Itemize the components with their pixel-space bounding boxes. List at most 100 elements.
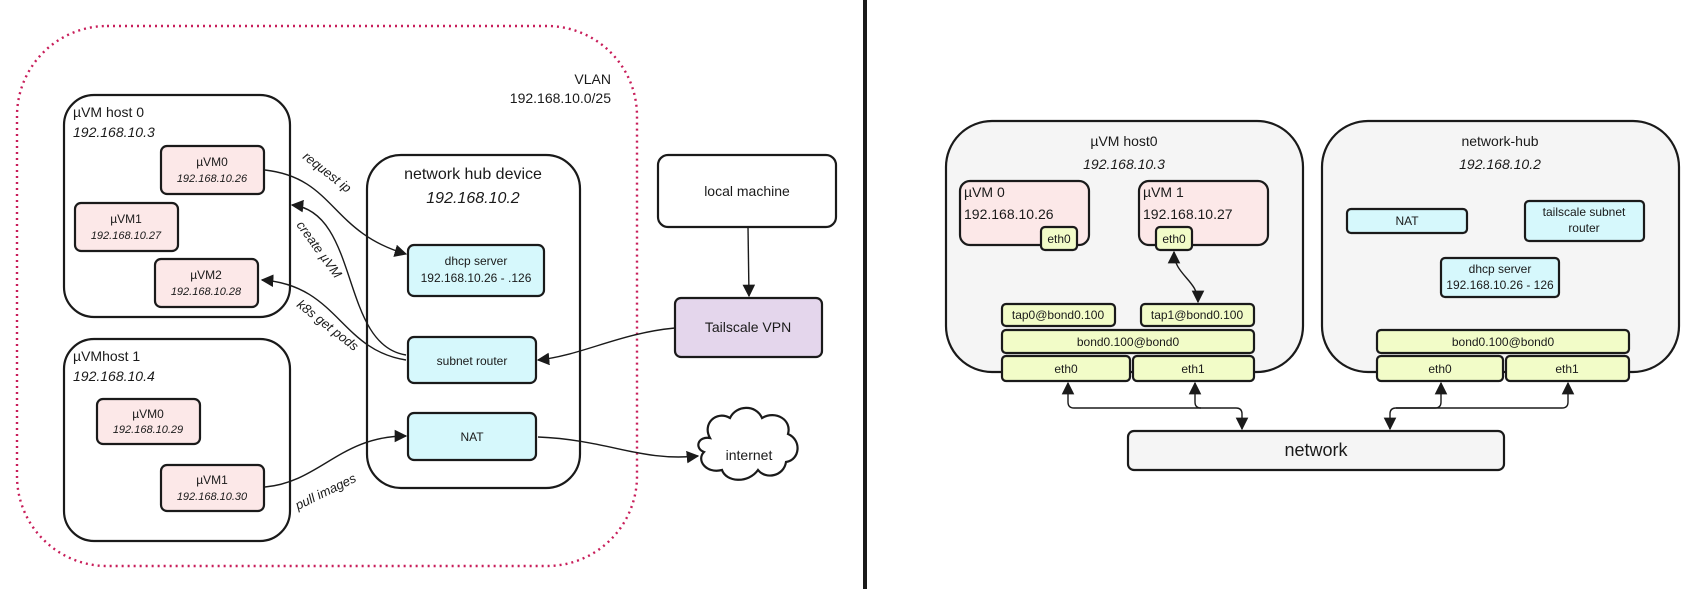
r-network-label: network <box>1284 440 1348 460</box>
r-host0-eth0-label: eth0 <box>1054 362 1078 376</box>
right-panel: µVM host0 192.168.10.3 µVM 0 192.168.10.… <box>944 119 1681 472</box>
dhcp-name: dhcp server <box>445 254 508 268</box>
edge-local-to-tailscale <box>742 226 756 298</box>
host0-ip: 192.168.10.3 <box>73 124 155 140</box>
internet-label: internet <box>726 447 773 463</box>
local-machine-label: local machine <box>704 183 790 199</box>
r-vm0-eth0: eth0 <box>1047 232 1071 246</box>
nat-box: NAT <box>406 411 538 462</box>
r-network-hub: network-hub 192.168.10.2 NAT tailscale s… <box>1320 119 1681 383</box>
nat-label: NAT <box>460 430 484 444</box>
r-hub-ip: 192.168.10.2 <box>1459 156 1541 172</box>
edge-nat-to-internet <box>537 436 700 464</box>
edge-create-uvm <box>290 199 407 356</box>
cloud-icon <box>697 406 799 481</box>
vlan-boundary: VLAN 192.168.10.0/25 <box>15 24 639 568</box>
hub-ip: 192.168.10.2 <box>426 190 520 207</box>
r-vm1-eth0: eth0 <box>1162 232 1186 246</box>
right-edges <box>1061 250 1575 431</box>
r-hub-bond: bond0.100@bond0 <box>1375 328 1631 355</box>
edge-tailscale-to-router <box>536 327 676 366</box>
edge-hub-eth1-net <box>1396 381 1575 409</box>
uvm-host-0: µVM host 0 192.168.10.3 µVM0 192.168.10.… <box>62 93 292 319</box>
edge-k8s-get-pods <box>260 274 407 361</box>
r-host0-eth1-label: eth1 <box>1181 362 1205 376</box>
vlan-title: VLAN <box>574 71 611 87</box>
vm-name: µVM2 <box>190 268 222 282</box>
r-vm1-ip: 192.168.10.27 <box>1143 206 1233 222</box>
edge-pull-images <box>264 429 408 488</box>
r-tap1-label: tap1@bond0.100 <box>1151 308 1244 322</box>
r-host0-bond: bond0.100@bond0 <box>1000 328 1256 355</box>
subnet-router-label: subnet router <box>437 354 508 368</box>
vm-ip: 192.168.10.29 <box>113 424 183 436</box>
host0-vm0: µVM0 192.168.10.26 <box>159 144 266 196</box>
edge-host0-eth1-net <box>1188 381 1202 409</box>
r-vm0-name: µVM 0 <box>964 184 1005 200</box>
tailscale-vpn: Tailscale VPN <box>673 296 824 359</box>
edge-hub-eth0-net <box>1396 381 1448 409</box>
r-host0-bond-label: bond0.100@bond0 <box>1077 335 1180 349</box>
host0-vm1: µVM1 192.168.10.27 <box>73 201 180 253</box>
r-tap0: tap0@bond0.100 <box>1000 302 1117 328</box>
host1-ip: 192.168.10.4 <box>73 368 155 384</box>
local-machine: local machine <box>656 153 838 229</box>
edge-label-request-ip: request ip <box>300 149 354 196</box>
r-host0-ip: 192.168.10.3 <box>1083 156 1165 172</box>
r-host0-eth1: eth1 <box>1131 354 1256 383</box>
r-hub-eth1: eth1 <box>1504 354 1631 383</box>
r-vm0: µVM 0 192.168.10.26 eth0 <box>958 179 1091 252</box>
vm-name: µVM0 <box>132 407 164 421</box>
r-host0-eth0: eth0 <box>1000 354 1132 383</box>
uvm-host-1: µVMhost 1 192.168.10.4 µVM0 192.168.10.2… <box>62 337 292 543</box>
tailscale-label: Tailscale VPN <box>705 319 791 335</box>
r-hub-nat-label: NAT <box>1395 214 1419 228</box>
vm-ip: 192.168.10.26 <box>177 173 248 185</box>
internet-cloud: internet <box>697 406 799 481</box>
r-hub-eth0-label: eth0 <box>1428 362 1452 376</box>
vm-ip: 192.168.10.30 <box>177 491 248 503</box>
edge-request-ip <box>264 169 408 257</box>
edge-label-k8s-get-pods: k8s get pods <box>294 297 362 355</box>
vm-ip: 192.168.10.27 <box>91 230 162 242</box>
r-hub-bond-label: bond0.100@bond0 <box>1452 335 1555 349</box>
host0-vm2: µVM2 192.168.10.28 <box>153 257 260 309</box>
dhcp-range: 192.168.10.26 - .126 <box>421 271 532 285</box>
r-hub-title: network-hub <box>1461 133 1538 149</box>
r-hub-dhcp-range: 192.168.10.26 - 126 <box>1446 278 1554 292</box>
edge-label-create-uvm: create µVM <box>294 218 345 281</box>
r-vm0-ip: 192.168.10.26 <box>964 206 1054 222</box>
left-panel: VLAN 192.168.10.0/25 µVM host 0 192.168.… <box>15 24 838 568</box>
r-hub-dhcp-name: dhcp server <box>1469 262 1532 276</box>
r-hub-eth0: eth0 <box>1375 354 1505 383</box>
r-hub-nat: NAT <box>1345 207 1469 235</box>
r-tap1: tap1@bond0.100 <box>1139 302 1256 328</box>
vm-name: µVM1 <box>110 212 142 226</box>
r-hub-dhcp: dhcp server 192.168.10.26 - 126 <box>1439 256 1561 299</box>
subnet-router: subnet router <box>406 335 538 385</box>
r-hub-tailscale-line2: router <box>1568 221 1599 235</box>
edge-hub-down <box>1383 407 1397 431</box>
r-uvm-host0: µVM host0 192.168.10.3 µVM 0 192.168.10.… <box>944 119 1305 383</box>
r-hub-tailscale-line1: tailscale subnet <box>1543 205 1626 219</box>
r-hub-tailscale-router: tailscale subnet router <box>1523 199 1646 243</box>
host0-title: µVM host 0 <box>73 104 144 120</box>
vm-name: µVM0 <box>196 155 228 169</box>
r-hub-eth1-label: eth1 <box>1555 362 1579 376</box>
host1-title: µVMhost 1 <box>73 348 140 364</box>
edge-host0-down <box>1235 407 1249 431</box>
vm-name: µVM1 <box>196 473 228 487</box>
network-hub-device: network hub device 192.168.10.2 dhcp ser… <box>365 153 582 490</box>
edge-host0-eth0-net <box>1061 381 1236 409</box>
r-network: network <box>1126 429 1506 472</box>
hub-title: network hub device <box>404 166 542 183</box>
r-vm1: µVM 1 192.168.10.27 eth0 <box>1137 179 1270 252</box>
r-host0-title: µVM host0 <box>1090 133 1157 149</box>
dhcp-server: dhcp server 192.168.10.26 - .126 <box>406 243 546 298</box>
r-vm1-name: µVM 1 <box>1143 184 1184 200</box>
panel-divider <box>863 0 867 589</box>
r-tap0-label: tap0@bond0.100 <box>1012 308 1105 322</box>
host1-vm0: µVM0 192.168.10.29 <box>95 397 202 446</box>
vm-ip: 192.168.10.28 <box>171 286 242 298</box>
